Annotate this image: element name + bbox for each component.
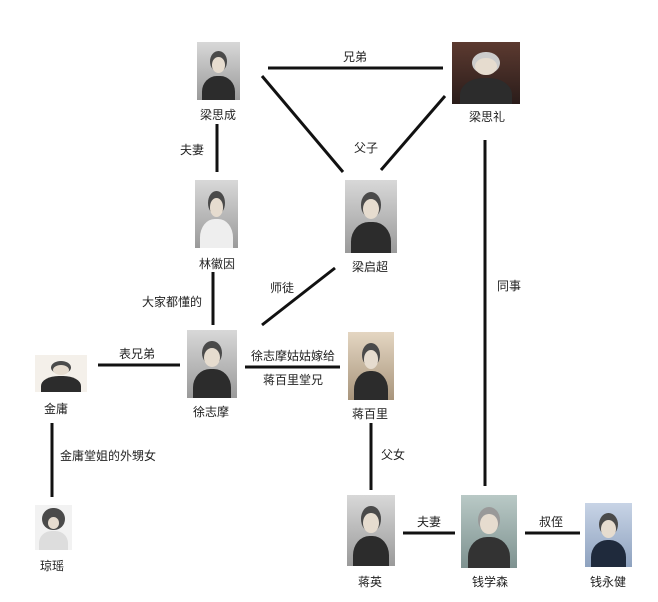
line-sili-qichao	[379, 95, 447, 171]
label-husband-wife-1: 夫妻	[179, 143, 205, 157]
name-xu-zhimo: 徐志摩	[192, 405, 230, 419]
label-xu-jiang-bottom: 蒋百里堂兄	[262, 373, 324, 387]
photo-liang-qichao	[345, 180, 397, 253]
name-jiang-ying: 蒋英	[357, 575, 383, 589]
photo-liang-sili	[452, 42, 520, 104]
label-father-daughter: 父女	[380, 448, 406, 462]
label-jin-qiong: 金庸堂姐的外甥女	[60, 449, 157, 463]
label-brothers: 兄弟	[342, 50, 368, 64]
photo-qian-yongjian	[585, 503, 632, 567]
name-lin-huiyin: 林徽因	[198, 257, 236, 271]
label-uncle-nephew: 叔侄	[538, 515, 564, 529]
label-colleagues: 同事	[496, 279, 522, 293]
line-qichao-zhimo	[261, 266, 336, 327]
name-jin-yong: 金庸	[43, 402, 69, 416]
name-qian-xuesen: 钱学森	[471, 575, 509, 589]
photo-lin-huiyin	[195, 180, 238, 248]
label-cousins: 表兄弟	[118, 347, 156, 361]
name-liang-sili: 梁思礼	[468, 110, 506, 124]
photo-jiang-baili	[348, 332, 394, 400]
photo-qian-xuesen	[461, 495, 517, 568]
label-everyone-knows: 大家都懂的	[141, 295, 203, 309]
label-husband-wife-2: 夫妻	[416, 515, 442, 529]
photo-xu-zhimo	[187, 330, 237, 398]
line-sicheng-qichao	[260, 75, 345, 173]
label-master-disciple: 师徒	[269, 281, 295, 295]
photo-jin-yong	[35, 355, 87, 392]
name-liang-sicheng: 梁思成	[199, 108, 237, 122]
name-liang-qichao: 梁启超	[351, 260, 389, 274]
name-qiong-yao: 琼瑶	[39, 559, 65, 573]
label-father-son: 父子	[353, 141, 379, 155]
name-qian-yongjian: 钱永健	[589, 575, 627, 589]
name-jiang-baili: 蒋百里	[351, 407, 389, 421]
photo-qiong-yao	[35, 505, 72, 550]
label-xu-jiang-top: 徐志摩姑姑嫁给	[250, 349, 336, 363]
photo-jiang-ying	[347, 495, 395, 566]
photo-liang-sicheng	[197, 42, 240, 100]
